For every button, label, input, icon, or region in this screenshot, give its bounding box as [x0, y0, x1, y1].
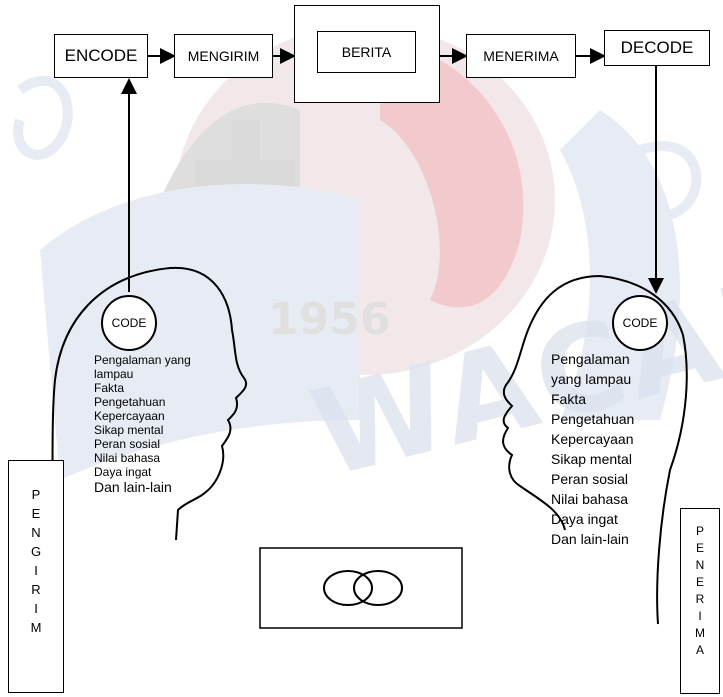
penerima-letter: R: [695, 592, 705, 606]
penerima-letter: N: [695, 558, 705, 572]
list-item: lampau: [94, 367, 134, 381]
pengirim-letter: N: [31, 525, 41, 540]
sender-code-circle: [101, 295, 157, 351]
sender-code-label: CODE: [111, 316, 147, 330]
list-item: Kepercayaan: [94, 409, 165, 423]
pengirim-letter: G: [30, 544, 42, 559]
sender-attribute-list: Pengalaman yang lampau Fakta Pengetahuan…: [94, 354, 191, 496]
pengirim-letter: I: [34, 601, 38, 616]
berita-label: BERITA: [341, 44, 392, 60]
list-item: Fakta: [551, 391, 587, 407]
pengirim-letter: M: [30, 620, 42, 635]
list-item: Fakta: [94, 381, 125, 395]
list-item: Sikap mental: [551, 451, 632, 467]
pengirim-letter: E: [31, 506, 41, 521]
overlap-circle-right: [353, 570, 403, 606]
list-item: Dan lain-lain: [94, 479, 172, 495]
list-item: Sikap mental: [94, 423, 164, 437]
list-item: Daya ingat: [551, 511, 618, 527]
overlap-circle-left: [323, 570, 373, 606]
pengirim-letter: I: [34, 563, 38, 578]
mengirim-box: MENGIRIM: [174, 34, 273, 78]
list-item: Peran sosial: [551, 471, 629, 487]
list-item: Daya ingat: [94, 465, 152, 479]
decode-label: DECODE: [620, 38, 694, 57]
receiver-code-circle: [612, 295, 668, 351]
watermark-year: 1956: [268, 294, 391, 345]
list-item: Kepercayaan: [551, 431, 634, 447]
pengirim-label-box: P E N G I R I M: [8, 460, 64, 693]
list-item: Nilai bahasa: [551, 491, 629, 507]
receiver-attribute-list: Pengalaman yang lampau Fakta Pengetahuan…: [551, 352, 634, 552]
menerima-box: MENERIMA: [466, 34, 576, 78]
pengirim-letter: P: [31, 487, 41, 502]
overlap-box: [259, 547, 463, 629]
penerima-letter: P: [695, 524, 704, 538]
penerima-letter: E: [695, 541, 704, 555]
list-item: yang lampau: [551, 371, 632, 387]
encode-box: ENCODE: [54, 34, 148, 78]
penerima-letter: A: [695, 643, 704, 657]
penerima-letter: M: [695, 626, 705, 640]
pengirim-letter: R: [31, 582, 41, 597]
penerima-letter: E: [695, 575, 704, 589]
menerima-label: MENERIMA: [483, 48, 559, 64]
list-item: Pengetahuan: [94, 395, 166, 409]
encode-label: ENCODE: [64, 46, 138, 65]
list-item: Pengalaman: [551, 351, 630, 367]
decode-box: DECODE: [604, 30, 710, 66]
list-item: Peran sosial: [94, 437, 161, 451]
berita-box: BERITA: [317, 31, 416, 73]
penerima-label-box: P E N E R I M A: [680, 508, 720, 694]
list-item: Dan lain-lain: [551, 531, 629, 547]
mengirim-label: MENGIRIM: [187, 48, 260, 64]
sender-head-outline: [49, 266, 248, 589]
receiver-head-outline: [502, 274, 688, 625]
list-item: Pengalaman yang: [94, 353, 191, 367]
penerima-letter: I: [698, 609, 702, 623]
list-item: Nilai bahasa: [94, 451, 161, 465]
list-item: Pengetahuan: [551, 411, 635, 427]
receiver-code-label: CODE: [622, 316, 658, 330]
